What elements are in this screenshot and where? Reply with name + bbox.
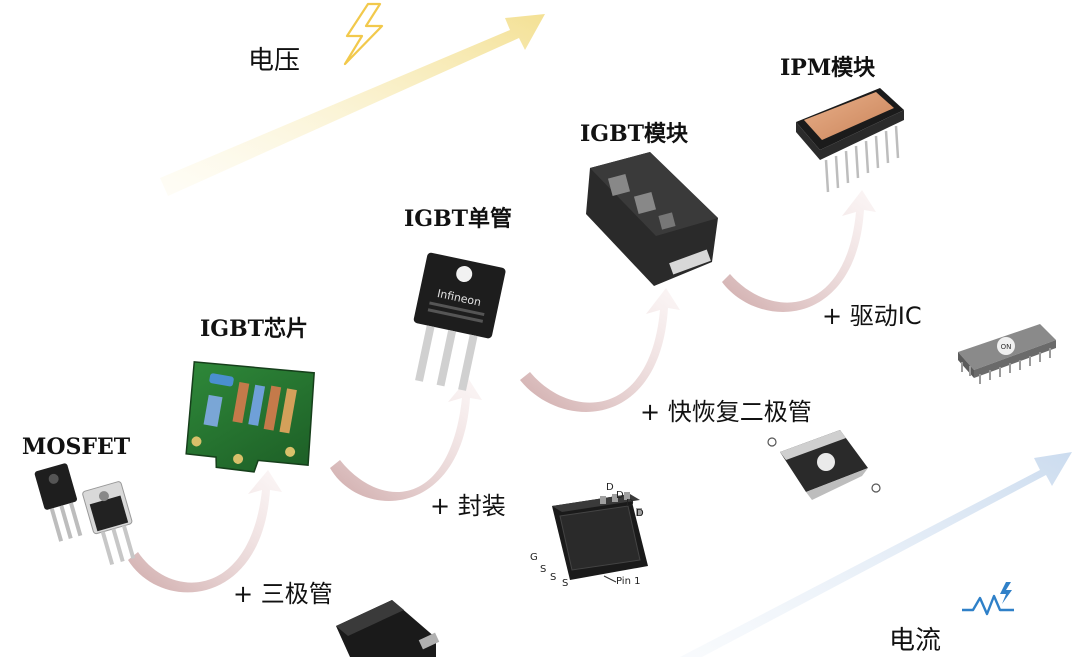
- pkg-d-pin-4: D: [636, 508, 644, 519]
- igbt-discrete-image: Infineon: [401, 252, 506, 394]
- step-arrow-4: [722, 190, 876, 312]
- lightning-icon: [345, 4, 382, 64]
- stage-label-igbt-chip: IGBT芯片: [200, 311, 308, 343]
- driver-ic-image: Pin 1 ON: [958, 324, 1056, 384]
- current-arrow: [680, 452, 1072, 657]
- step-arrow-2: [330, 378, 482, 501]
- step-label-driver-ic: + 驱动IC: [822, 296, 922, 331]
- igbt-module-image: [586, 152, 718, 286]
- pkg-g-pin: G: [530, 552, 538, 563]
- igbt-chip-image: [177, 352, 324, 483]
- power-package-image: D D D D G S S S Pin 1: [530, 482, 648, 589]
- step-label-diode: + 快恢复二极管: [640, 392, 812, 427]
- triode-image: [336, 600, 439, 657]
- current-label: 电流: [889, 620, 941, 657]
- step-label-packaging: + 封装: [430, 486, 506, 521]
- pkg-s-pin-1: S: [540, 564, 546, 575]
- pkg-d-pin-2: D: [616, 490, 624, 501]
- ic-on-text: ON: [1001, 343, 1012, 351]
- stage-label-igbt-module: IGBT模块: [580, 116, 688, 148]
- step-label-triode: + 三极管: [233, 574, 333, 609]
- ipm-module-image: [796, 88, 904, 192]
- pkg-d-pin-3: D: [626, 498, 634, 509]
- mosfet-image: [34, 463, 142, 567]
- stage-label-ipm-module: IPM模块: [780, 50, 875, 82]
- stage-label-mosfet: MOSFET: [22, 434, 130, 460]
- current-wave-icon: [962, 582, 1014, 614]
- stage-label-igbt-discrete: IGBT单管: [404, 201, 512, 233]
- pkg-s-pin-3: S: [562, 578, 568, 589]
- pkg-pin1-label: Pin 1: [616, 576, 640, 587]
- pkg-d-pin-1: D: [606, 482, 614, 493]
- pkg-s-pin-2: S: [550, 572, 556, 583]
- voltage-label: 电压: [248, 40, 300, 77]
- diode-image: [768, 430, 880, 500]
- voltage-arrow: [160, 14, 545, 196]
